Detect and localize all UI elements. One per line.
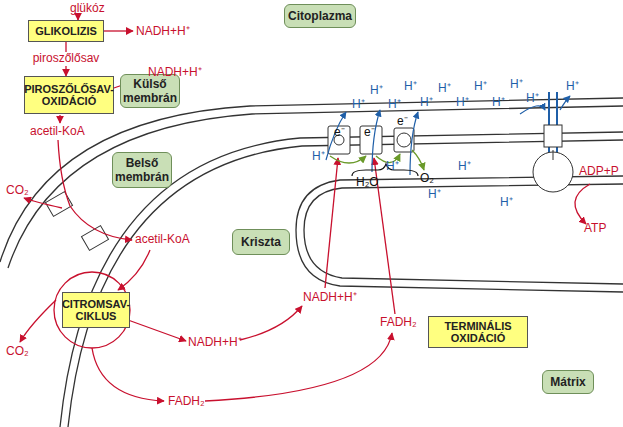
molecule-label: NADH+H⁺ — [136, 25, 190, 38]
part-label-box: Kriszta — [232, 229, 290, 255]
molecule-label: e⁻ — [364, 126, 375, 139]
proton-label: H⁺ — [312, 150, 325, 163]
proton-arrows — [326, 96, 570, 175]
molecule-label: ADP+P — [579, 165, 619, 178]
molecule-label: FADH₂ — [168, 395, 205, 408]
process-box: CITROMSAV-CIKLUS — [62, 292, 130, 328]
proton-label: H⁺ — [474, 80, 487, 93]
molecule-label: CO₂ — [6, 184, 29, 197]
molecule-label: ATP — [584, 222, 606, 235]
molecule-label: NADH+H⁺ — [303, 291, 357, 304]
proton-label: H⁺ — [438, 82, 451, 95]
proton-label: H⁺ — [492, 96, 505, 109]
molecule-label: acetil-KoA — [135, 233, 190, 246]
molecule-label: H₂O — [356, 176, 379, 189]
part-label-box: Belső membrán — [112, 152, 172, 188]
proton-label: H⁺ — [370, 84, 383, 97]
edge-label: piroszőlősav — [32, 52, 101, 65]
node-text: Külső membrán — [123, 77, 177, 105]
part-label-box: Citoplazma — [284, 4, 356, 28]
node-text: GLIKOLIZIS — [35, 25, 97, 37]
proton-label: H⁺ — [352, 98, 365, 111]
molecule-label: NADH+H⁺ — [188, 336, 242, 349]
proton-label: H⁺ — [500, 196, 513, 209]
molecule-label: CO₂ — [6, 345, 29, 358]
molecule-label: glükóz — [70, 2, 105, 15]
molecule-label: e⁻ — [397, 115, 408, 128]
part-label-box: Külső membrán — [120, 74, 180, 108]
node-text: Mátrix — [550, 375, 585, 389]
proton-label: H⁺ — [566, 80, 579, 93]
molecule-label: FADH₂ — [380, 316, 417, 329]
node-text: Citoplazma — [288, 9, 352, 23]
molecule-label: O₂ — [420, 172, 434, 185]
process-box: PIROSZŐLŐSAV-OXIDÁCIÓ — [24, 76, 114, 114]
molecule-label: e⁻ — [334, 126, 345, 139]
bracket — [352, 164, 418, 176]
transporters — [45, 192, 108, 251]
molecule-label: acetil-KoA — [30, 125, 85, 138]
proton-label: H⁺ — [526, 92, 539, 105]
proton-label: H⁺ — [404, 80, 417, 93]
node-text: Kriszta — [241, 235, 281, 249]
electron-path — [330, 150, 424, 170]
proton-label: H⁺ — [510, 78, 523, 91]
proton-label: H⁺ — [456, 96, 469, 109]
molecule-label: NADH+H⁺ — [148, 66, 202, 79]
membranes — [0, 98, 623, 427]
proton-label: H⁺ — [458, 160, 471, 173]
process-box: GLIKOLIZIS — [28, 20, 104, 42]
node-text: Belső membrán — [115, 156, 169, 184]
proton-label: H⁺ — [428, 188, 441, 201]
atp-synthase — [533, 92, 573, 192]
process-box: TERMINÁLIS OXIDÁCIÓ — [428, 316, 528, 348]
part-label-box: Mátrix — [542, 370, 594, 394]
proton-label: H⁺ — [388, 98, 401, 111]
respiratory-complexes — [328, 126, 414, 154]
red-arrows — [20, 15, 590, 401]
proton-label: H⁺ — [420, 96, 433, 109]
node-text: TERMINÁLIS OXIDÁCIÓ — [433, 320, 523, 344]
node-text: PIROSZŐLŐSAV-OXIDÁCIÓ — [24, 83, 114, 107]
node-text: CITROMSAV-CIKLUS — [62, 298, 130, 322]
proton-label: H⁺ — [386, 160, 399, 173]
